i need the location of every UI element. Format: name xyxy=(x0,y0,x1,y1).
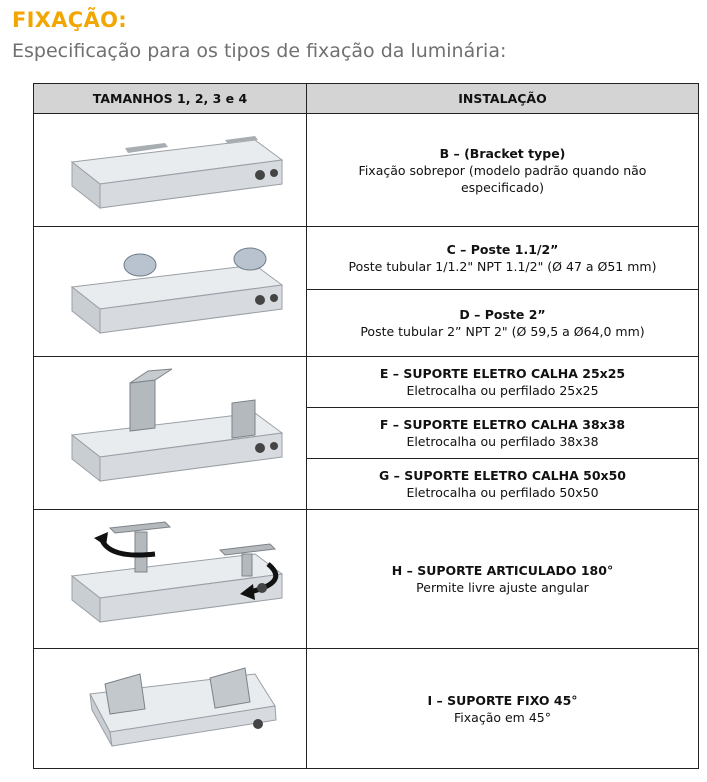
luminaire-cable-tray-image xyxy=(70,368,284,483)
table-row: E – SUPORTE ELETRO CALHA 25x25 Eletrocal… xyxy=(33,356,699,510)
option-description: Fixação em 45° xyxy=(454,709,551,725)
luminaire-articulated-image xyxy=(70,521,284,624)
installation-cell-c: C – Poste 1.1/2” Poste tubular 1/1.2" NP… xyxy=(306,226,699,290)
fixture-image-cell xyxy=(33,113,307,227)
table-row: F – SUPORTE ELETRO CALHA 38x38 Eletrocal… xyxy=(34,407,699,459)
installation-cell-d: D – Poste 2” Poste tubular 2” NPT 2" (Ø … xyxy=(306,289,699,357)
option-heading: G – SUPORTE ELETRO CALHA 50x50 xyxy=(379,468,626,483)
header-sizes: TAMANHOS 1, 2, 3 e 4 xyxy=(33,83,307,114)
fixture-image-cell xyxy=(33,509,307,649)
option-description: Eletrocalha ou perfilado 38x38 xyxy=(406,434,599,449)
table-header-row: TAMANHOS 1, 2, 3 e 4 INSTALAÇÃO xyxy=(33,83,699,114)
installation-cell-i: I – SUPORTE FIXO 45° Fixação em 45° xyxy=(306,648,699,769)
installation-cell-g: G – SUPORTE ELETRO CALHA 50x50 Eletrocal… xyxy=(306,458,699,510)
option-description: Poste tubular 1/1.2" NPT 1.1/2" (Ø 47 a … xyxy=(348,259,657,274)
luminaire-pole-image xyxy=(70,247,284,334)
luminaire-fixed-45-image xyxy=(89,666,277,747)
section-subtitle: Especificação para os tipos de fixação d… xyxy=(12,40,507,62)
option-description: Fixação sobrepor (modelo padrão quando n… xyxy=(358,162,647,195)
option-heading: E – SUPORTE ELETRO CALHA 25x25 xyxy=(379,366,626,381)
option-heading: C – Poste 1.1/2” xyxy=(446,242,559,257)
option-heading: F – SUPORTE ELETRO CALHA 38x38 xyxy=(379,417,626,432)
section-title: FIXAÇÃO: xyxy=(12,8,127,32)
option-heading: B – (Bracket type) xyxy=(439,145,566,161)
table-row: H – SUPORTE ARTICULADO 180° Permite livr… xyxy=(33,509,699,649)
option-heading: D – Poste 2” xyxy=(459,307,546,322)
fixture-image-cell xyxy=(33,356,307,510)
installation-cell-f: F – SUPORTE ELETRO CALHA 38x38 Eletrocal… xyxy=(306,407,699,459)
fixture-image-cell xyxy=(33,226,307,357)
table-row: C – Poste 1.1/2” Poste tubular 1/1.2" NP… xyxy=(33,226,699,357)
option-description: Permite livre ajuste angular xyxy=(416,580,589,595)
option-heading: H – SUPORTE ARTICULADO 180° xyxy=(391,563,614,578)
installation-cell-h: H – SUPORTE ARTICULADO 180° Permite livr… xyxy=(306,509,699,649)
table-row: B – (Bracket type) Fixação sobrepor (mod… xyxy=(33,113,699,227)
header-installation: INSTALAÇÃO xyxy=(306,83,699,114)
table-row: G – SUPORTE ELETRO CALHA 50x50 Eletrocal… xyxy=(34,458,699,510)
table-row: I – SUPORTE FIXO 45° Fixação em 45° xyxy=(33,648,699,769)
option-description: Eletrocalha ou perfilado 50x50 xyxy=(406,485,599,500)
installation-cell-b: B – (Bracket type) Fixação sobrepor (mod… xyxy=(306,113,699,227)
option-description: Eletrocalha ou perfilado 25x25 xyxy=(406,383,599,398)
fixture-image-cell xyxy=(33,648,307,769)
luminaire-bracket-image xyxy=(70,136,284,210)
fixation-table: TAMANHOS 1, 2, 3 e 4 INSTALAÇÃO B – (Bra… xyxy=(33,83,699,769)
installation-cell-e: E – SUPORTE ELETRO CALHA 25x25 Eletrocal… xyxy=(306,356,699,408)
table-row: D – Poste 2” Poste tubular 2” NPT 2" (Ø … xyxy=(34,289,699,357)
option-description: Poste tubular 2” NPT 2" (Ø 59,5 a Ø64,0 … xyxy=(360,324,645,339)
option-heading: I – SUPORTE FIXO 45° xyxy=(427,692,578,708)
